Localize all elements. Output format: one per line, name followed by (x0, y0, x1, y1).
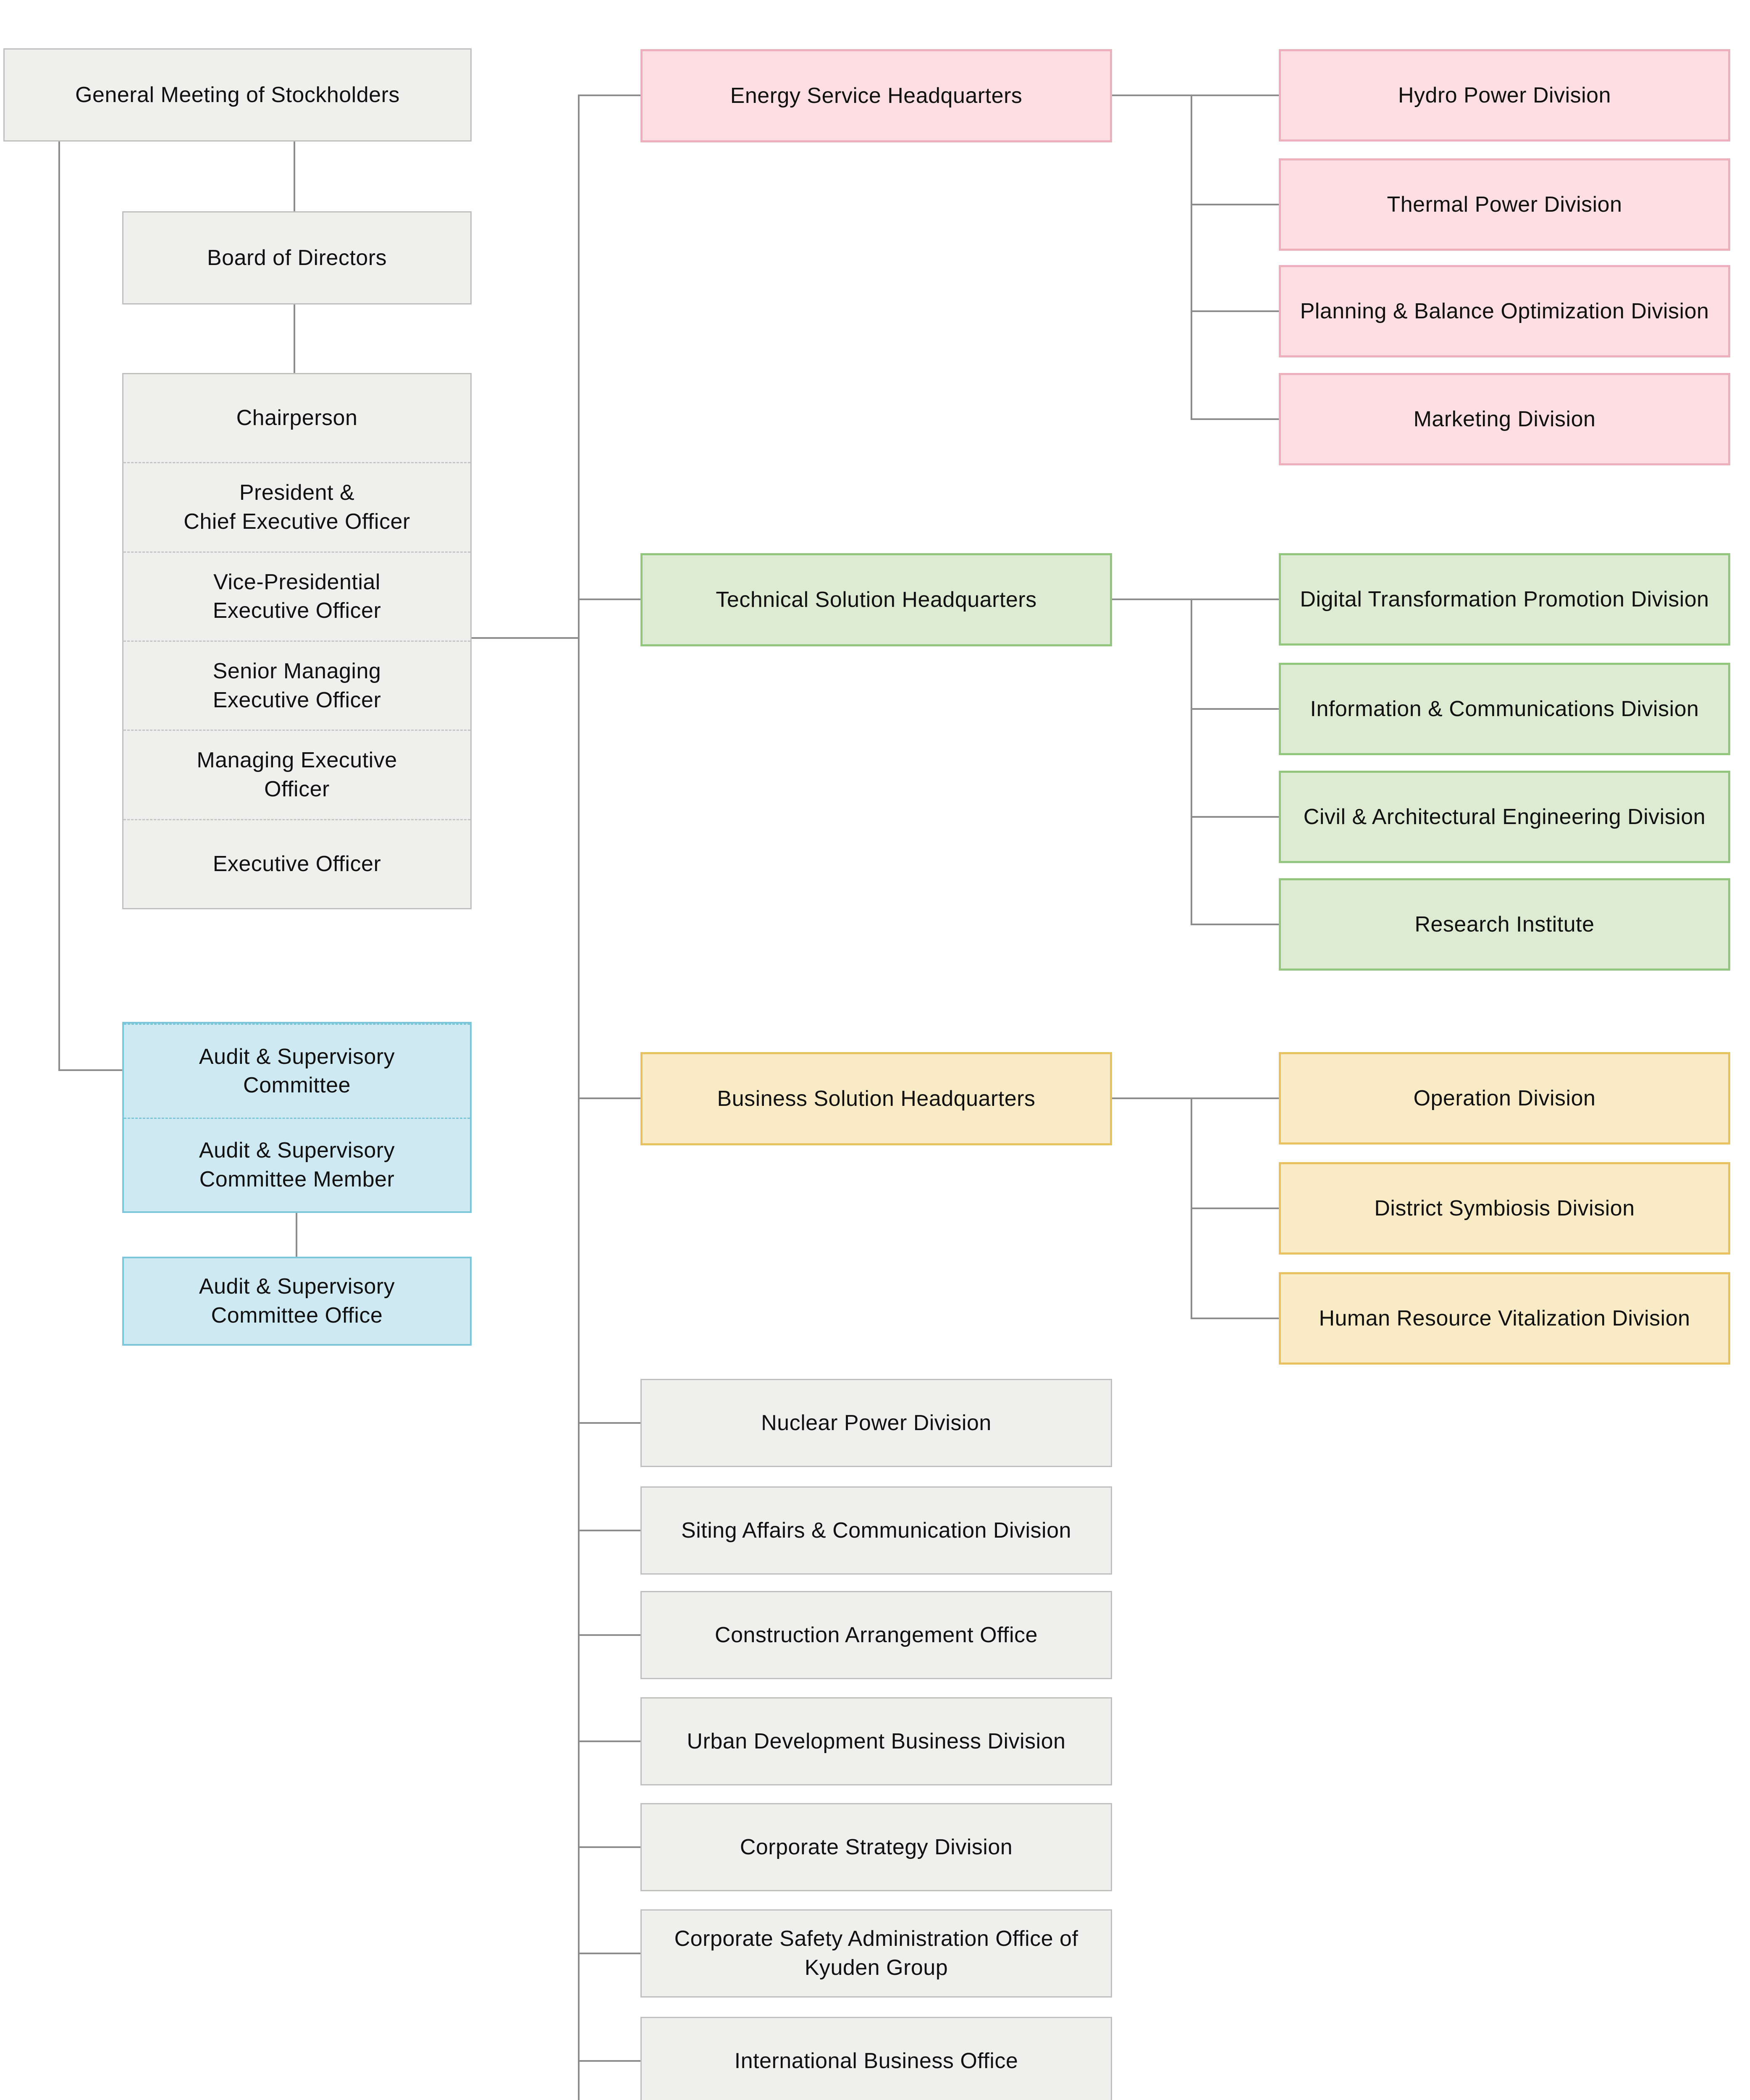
stub-planning (1191, 310, 1280, 312)
executive-row-vice-president: Vice-Presidential Executive Officer (123, 551, 470, 640)
stub-district (1191, 1208, 1280, 1209)
stub-energy-hq (578, 94, 642, 96)
stub-information (1191, 708, 1280, 710)
technical-solution-hq-label: Technical Solution Headquarters (716, 587, 1037, 612)
box-urban-development-division: Urban Development Business Division (640, 1697, 1112, 1785)
urban-development-division-label: Urban Development Business Division (687, 1729, 1066, 1754)
siting-affairs-division-label: Siting Affairs & Communication Division (681, 1518, 1071, 1543)
marketing-division-label: Marketing Division (1413, 407, 1596, 431)
box-information-communications-division: Information & Communications Division (1279, 663, 1730, 755)
box-audit-committee-office: Audit & Supervisory Committee Office (122, 1257, 472, 1346)
box-planning-balance-division: Planning & Balance Optimization Division (1279, 265, 1730, 357)
connector-committee-office (296, 1212, 297, 1257)
vice-president-label: Vice-Presidential Executive Officer (213, 570, 381, 623)
hydro-power-division-label: Hydro Power Division (1398, 83, 1611, 108)
stub-corporate-safety (578, 1953, 642, 1954)
audit-committee-office-label: Audit & Supervisory Committee Office (199, 1274, 395, 1328)
box-audit-committee: Audit & Supervisory Committee Audit & Su… (122, 1022, 472, 1213)
connector-executives-trunk (471, 637, 580, 639)
stub-construction (578, 1634, 642, 1636)
executive-row-president: President & Chief Executive Officer (123, 462, 470, 551)
civil-architectural-division-label: Civil & Architectural Engineering Divisi… (1303, 804, 1706, 829)
box-siting-affairs-division: Siting Affairs & Communication Division (640, 1486, 1112, 1575)
planning-balance-division-label: Planning & Balance Optimization Division (1300, 299, 1709, 323)
audit-committee-label: Audit & Supervisory Committee (199, 1044, 395, 1098)
connector-board-executives (294, 304, 295, 373)
box-civil-architectural-division: Civil & Architectural Engineering Divisi… (1279, 771, 1730, 863)
box-board-of-directors: Board of Directors (122, 211, 472, 304)
executive-stack: Chairperson President & Chief Executive … (122, 373, 472, 909)
nuclear-power-division-label: Nuclear Power Division (761, 1410, 992, 1435)
thermal-power-division-label: Thermal Power Division (1387, 192, 1622, 217)
connector-energy-divisions (1111, 94, 1280, 96)
operation-division-label: Operation Division (1413, 1086, 1596, 1110)
corporate-safety-office-label: Corporate Safety Administration Office o… (674, 1927, 1078, 1980)
stub-international-business (578, 2060, 642, 2062)
connector-technical-divisions (1111, 598, 1280, 600)
audit-committee-row: Audit & Supervisory Committee (124, 1024, 470, 1118)
executive-row-executive-officer: Executive Officer (123, 819, 470, 908)
box-corporate-strategy-division: Corporate Strategy Division (640, 1803, 1112, 1891)
box-construction-arrangement-office: Construction Arrangement Office (640, 1591, 1112, 1679)
box-business-solution-hq: Business Solution Headquarters (640, 1052, 1112, 1145)
box-human-resource-division: Human Resource Vitalization Division (1279, 1272, 1730, 1365)
executive-officer-label: Executive Officer (213, 852, 381, 876)
stub-nuclear-power (578, 1422, 642, 1424)
box-digital-transformation-division: Digital Transformation Promotion Divisio… (1279, 553, 1730, 646)
stub-research (1191, 924, 1280, 925)
stub-thermal (1191, 204, 1280, 205)
box-marketing-division: Marketing Division (1279, 373, 1730, 465)
connector-meeting-audit-vertical (58, 142, 60, 1071)
energy-subtrunk (1191, 94, 1192, 420)
managing-label: Managing Executive Officer (197, 748, 397, 801)
main-trunk (578, 94, 580, 2100)
box-district-symbiosis-division: District Symbiosis Division (1279, 1162, 1730, 1255)
energy-service-hq-label: Energy Service Headquarters (730, 83, 1023, 108)
research-institute-label: Research Institute (1414, 912, 1595, 937)
business-solution-hq-label: Business Solution Headquarters (717, 1086, 1036, 1111)
international-business-office-label: International Business Office (734, 2048, 1018, 2073)
executive-row-managing: Managing Executive Officer (123, 730, 470, 819)
box-general-meeting: General Meeting of Stockholders (3, 48, 472, 142)
box-nuclear-power-division: Nuclear Power Division (640, 1379, 1112, 1467)
executive-row-senior-managing: Senior Managing Executive Officer (123, 640, 470, 730)
corporate-strategy-division-label: Corporate Strategy Division (740, 1835, 1013, 1859)
audit-committee-member-label: Audit & Supervisory Committee Member (199, 1138, 395, 1192)
stub-siting-affairs (578, 1530, 642, 1531)
box-hydro-power-division: Hydro Power Division (1279, 49, 1730, 142)
technical-subtrunk (1191, 598, 1192, 925)
audit-committee-member-row: Audit & Supervisory Committee Member (124, 1117, 470, 1212)
connector-meeting-audit-horizontal (58, 1069, 123, 1071)
connector-business-divisions (1111, 1097, 1280, 1099)
box-technical-solution-hq: Technical Solution Headquarters (640, 553, 1112, 646)
box-energy-service-hq: Energy Service Headquarters (640, 49, 1112, 142)
board-of-directors-label: Board of Directors (207, 245, 387, 270)
stub-civil (1191, 816, 1280, 818)
box-operation-division: Operation Division (1279, 1052, 1730, 1144)
digital-transformation-division-label: Digital Transformation Promotion Divisio… (1300, 587, 1709, 612)
stub-urban-development (578, 1740, 642, 1742)
information-communications-division-label: Information & Communications Division (1310, 696, 1699, 721)
box-corporate-safety-office: Corporate Safety Administration Office o… (640, 1909, 1112, 1998)
stub-technical-hq (578, 598, 642, 600)
box-thermal-power-division: Thermal Power Division (1279, 158, 1730, 251)
district-symbiosis-division-label: District Symbiosis Division (1374, 1196, 1635, 1221)
president-label: President & Chief Executive Officer (184, 480, 410, 534)
stub-marketing (1191, 418, 1280, 420)
stub-human-resource (1191, 1318, 1280, 1319)
construction-arrangement-office-label: Construction Arrangement Office (715, 1622, 1038, 1647)
general-meeting-label: General Meeting of Stockholders (75, 82, 400, 107)
connector-meeting-board (294, 142, 295, 212)
senior-managing-label: Senior Managing Executive Officer (213, 659, 381, 712)
chairperson-label: Chairperson (236, 406, 358, 430)
box-international-business-office: International Business Office (640, 2017, 1112, 2100)
human-resource-division-label: Human Resource Vitalization Division (1319, 1306, 1690, 1331)
stub-business-hq (578, 1097, 642, 1099)
box-research-institute: Research Institute (1279, 878, 1730, 971)
executive-row-chairperson: Chairperson (123, 374, 470, 462)
stub-corporate-strategy (578, 1846, 642, 1848)
